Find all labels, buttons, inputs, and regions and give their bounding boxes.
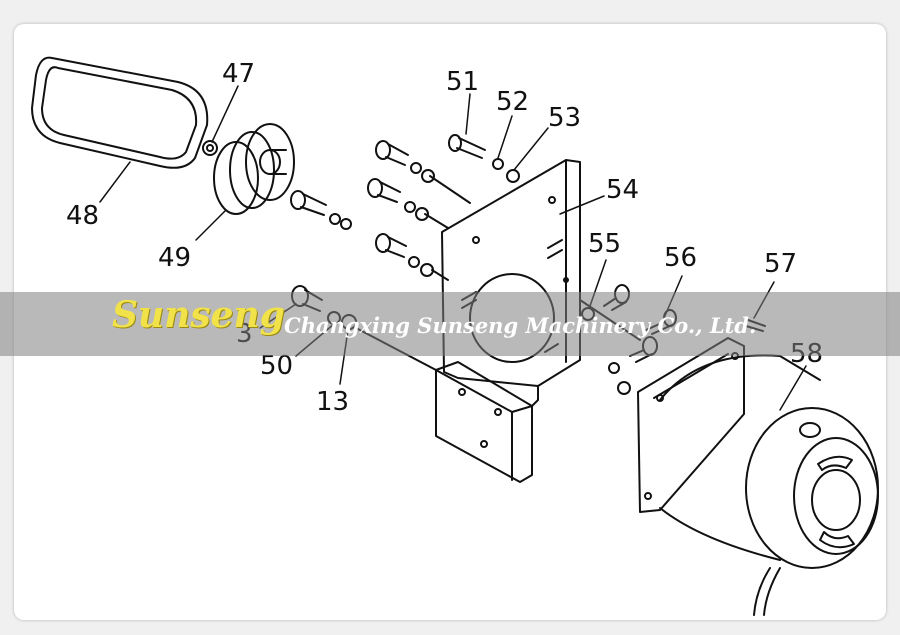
- callout-54: 54: [606, 175, 639, 205]
- brand-logo: Sunseng: [112, 294, 285, 336]
- pulley-part: [213, 123, 295, 215]
- callout-52: 52: [496, 87, 529, 117]
- callout-48: 48: [66, 201, 99, 231]
- nut-part: [202, 140, 218, 156]
- pulley-bolt-part: [290, 190, 352, 230]
- callout-55: 55: [588, 229, 621, 259]
- callout-56: 56: [664, 243, 697, 273]
- top-bolt-washer-nut-part: [448, 134, 520, 183]
- callout-50: 50: [260, 351, 293, 381]
- callout-53: 53: [548, 103, 581, 133]
- callout-51: 51: [446, 67, 479, 97]
- callout-47: 47: [222, 59, 255, 89]
- callout-49: 49: [158, 243, 191, 273]
- drive-belt-part: [31, 56, 209, 169]
- bracket-bolts-part: [367, 140, 471, 281]
- motor-part: [637, 337, 879, 616]
- company-name-watermark: Changxing Sunseng Machinery Co., Ltd.: [284, 313, 757, 338]
- callout-13: 13: [316, 387, 349, 417]
- watermark-band: [0, 292, 900, 356]
- callout-57: 57: [764, 249, 797, 279]
